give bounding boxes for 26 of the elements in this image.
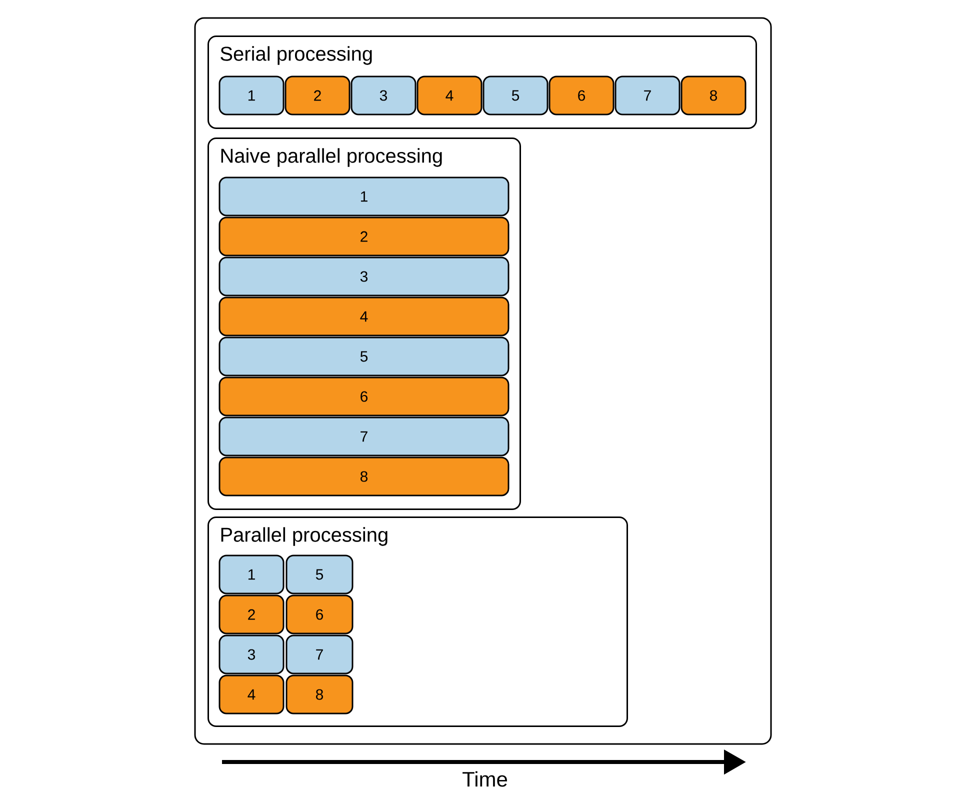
task-box: 2 xyxy=(284,76,350,116)
task-box: 3 xyxy=(218,634,284,674)
task-box: 6 xyxy=(286,594,354,634)
task-box: 4 xyxy=(416,76,482,116)
task-box: 6 xyxy=(548,76,614,116)
task-box: 2 xyxy=(218,594,284,634)
task-box: 3 xyxy=(350,76,416,116)
task-box: 6 xyxy=(218,376,510,416)
task-box: 7 xyxy=(614,76,680,116)
task-box: 1 xyxy=(218,76,284,116)
task-box: 8 xyxy=(218,456,510,496)
task-box: 3 xyxy=(218,256,510,296)
axis-label: Time xyxy=(462,771,508,787)
task-box: 2 xyxy=(218,216,510,256)
task-box: 7 xyxy=(218,416,510,456)
task-box: 8 xyxy=(680,76,746,116)
task-box: 1 xyxy=(218,554,284,594)
task-box: 8 xyxy=(286,674,354,714)
task-box: 5 xyxy=(286,554,354,594)
frame xyxy=(194,17,772,745)
task-box: 5 xyxy=(218,336,510,376)
task-box: 4 xyxy=(218,296,510,336)
task-box: 4 xyxy=(218,674,284,714)
task-box: 7 xyxy=(286,634,354,674)
task-box: 5 xyxy=(482,76,548,116)
task-box: 1 xyxy=(218,176,510,216)
